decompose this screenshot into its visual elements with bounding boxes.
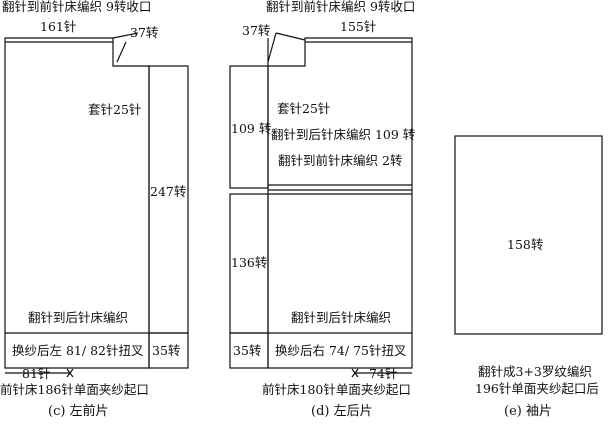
- left-front-bottom-width: 81针: [22, 366, 51, 381]
- left-back-upper-rows-bracket: [229, 65, 269, 189]
- left-back-body-note: 翻针到后针床编织: [291, 310, 392, 325]
- left-front-neck-cast-off: 套针25针: [88, 102, 142, 117]
- left-back-top-note: 翻针到前针床编织 9转收口: [266, 0, 416, 14]
- left-front-shoulder-leader-2: [116, 41, 127, 63]
- left-back-band-note: 翻针到前针床编织 2转: [278, 153, 403, 168]
- left-front-rib-rows-box: [148, 332, 189, 369]
- left-back-piece-outline: [267, 37, 413, 369]
- left-front-body-rows-bracket: [148, 65, 189, 334]
- left-front-cross-mark: [66, 368, 74, 378]
- left-front-start-note: 前针床186针单面夹纱起口: [0, 382, 149, 397]
- left-front-body-note: 翻针到后针床编织: [28, 310, 129, 325]
- left-back-shoulder-rows: 37转: [242, 23, 271, 38]
- left-front-body-rows: 247转: [150, 184, 187, 199]
- left-front-shoulder-leader: [112, 32, 139, 39]
- left-back-cross-mark: [351, 368, 359, 378]
- sleeve-note-line2: 196针单面夹纱起口后: [475, 381, 599, 396]
- left-back-bottom-width: 74针: [369, 366, 398, 381]
- left-back-rib-rows-box: [229, 332, 269, 369]
- left-front-rib-rows: 35转: [152, 343, 181, 358]
- left-front-width-top: 161针: [40, 19, 77, 34]
- left-front-caption: (c) 左前片: [48, 404, 109, 419]
- left-front-rib-note: 换纱后左 81/ 82针扭叉: [12, 343, 144, 358]
- left-front-top-note: 翻针到前针床编织 9转收口: [2, 0, 152, 14]
- left-front-shoulder-rows: 37转: [130, 25, 159, 40]
- left-back-lower-rows: 136转: [231, 255, 268, 270]
- sleeve-note-line1: 翻针成3+3罗纹编织: [478, 364, 592, 379]
- left-back-upper-rows: 109 转: [231, 121, 272, 136]
- left-back-rib-note: 换纱后右 74/ 75针扭叉: [275, 343, 407, 358]
- sleeve-rows: 158转: [507, 237, 544, 252]
- left-back-upper-note: 翻针到后针床编织 109 转: [271, 127, 416, 142]
- sleeve-piece-outline: [454, 135, 603, 335]
- sleeve-caption: (e) 袖片: [504, 404, 552, 419]
- left-back-neck-cast-off: 套针25针: [277, 101, 331, 116]
- left-back-caption: (d) 左后片: [311, 404, 373, 419]
- left-back-width-top: 155针: [340, 19, 377, 34]
- left-back-shoulder-leader: [267, 32, 277, 63]
- left-back-rib-rows: 35转: [233, 343, 262, 358]
- left-back-shoulder-leader-2: [275, 32, 306, 41]
- left-back-start-note: 前针床180针单面夹纱起口: [262, 382, 411, 397]
